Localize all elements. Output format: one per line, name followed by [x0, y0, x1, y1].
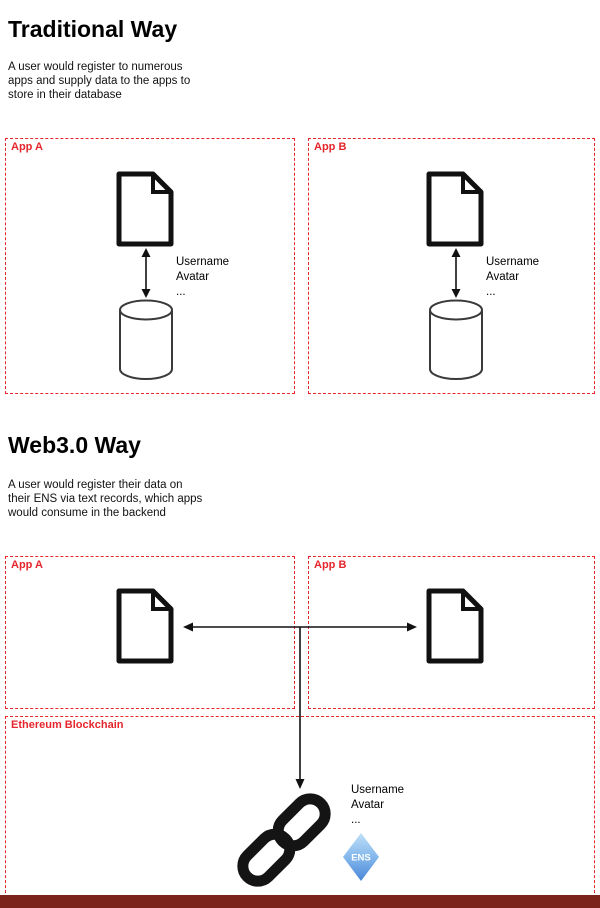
data-fields: Username Avatar ... — [486, 255, 539, 300]
web3-title: Web3.0 Way — [8, 432, 141, 458]
app-label: App B — [314, 559, 347, 571]
document-icon — [426, 588, 484, 664]
field-username: Username — [351, 784, 405, 796]
traditional-description: A user would register to numerous apps a… — [8, 61, 191, 102]
down-arrow-icon — [295, 627, 305, 789]
field-avatar: Avatar — [176, 270, 210, 283]
database-icon — [429, 299, 483, 381]
web3-app-b-box: App B — [308, 556, 595, 709]
field-ellipsis: ... — [486, 285, 496, 298]
field-username: Username — [486, 256, 540, 268]
blockchain-label: Ethereum Blockchain — [11, 719, 124, 731]
document-icon — [116, 588, 174, 664]
field-avatar: Avatar — [486, 270, 520, 283]
footer-bar — [0, 895, 600, 908]
database-icon — [119, 299, 173, 381]
traditional-title: Traditional Way — [8, 16, 178, 42]
app-label: App B — [314, 141, 347, 153]
app-label: App A — [11, 141, 43, 153]
field-avatar: Avatar — [351, 798, 385, 811]
traditional-app-b-box: App B Username Avatar ... — [308, 138, 595, 394]
ens-logo: ENS — [343, 833, 379, 881]
chain-link-icon — [237, 793, 331, 887]
field-ellipsis: ... — [351, 813, 361, 826]
up-down-arrow-icon — [141, 248, 151, 298]
web3-description: A user would register their data on thei… — [8, 479, 203, 520]
app-label: App A — [11, 559, 43, 571]
web3-app-a-box: App A — [5, 556, 295, 709]
traditional-app-a-box: App A Username Avatar ... — [5, 138, 295, 394]
document-icon — [116, 171, 174, 247]
field-ellipsis: ... — [176, 285, 186, 298]
data-fields: Username Avatar ... — [351, 783, 404, 828]
field-username: Username — [176, 256, 230, 268]
document-icon — [426, 171, 484, 247]
up-down-arrow-icon — [451, 248, 461, 298]
data-fields: Username Avatar ... — [176, 255, 229, 300]
ens-logo-text: ENS — [351, 853, 371, 864]
